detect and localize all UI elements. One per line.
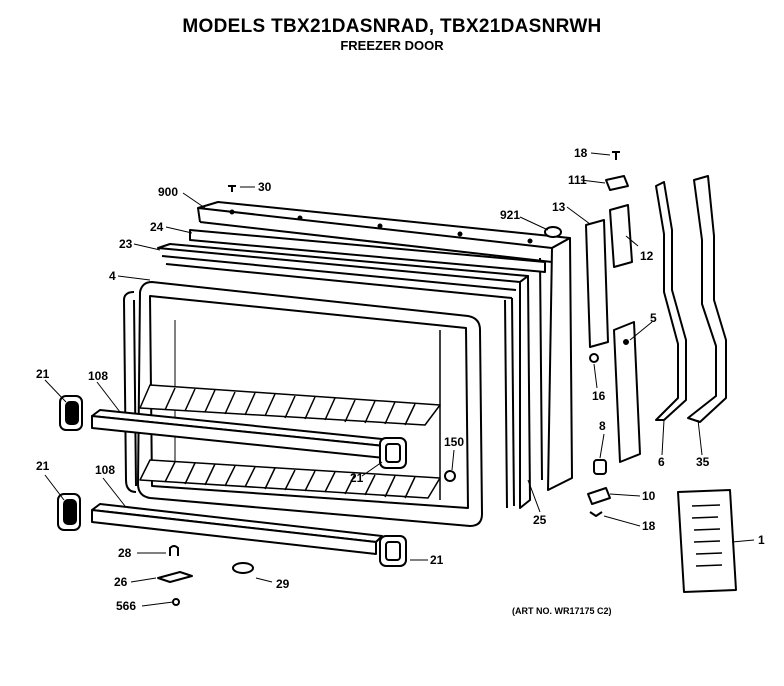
screw-18-top <box>612 151 620 160</box>
callout-900: 900 <box>158 185 178 199</box>
callout-108-upper: 108 <box>88 369 108 383</box>
hinge-bracket <box>613 321 641 463</box>
callout-30: 30 <box>258 180 272 194</box>
shelf-end-cap-right-upper <box>379 437 407 469</box>
callout-16: 16 <box>592 389 606 403</box>
shelf-end-cap-left-lower <box>57 493 81 531</box>
callout-21-upper-right: 21 <box>350 471 364 485</box>
callout-26: 26 <box>114 575 128 589</box>
door-handle-35 <box>687 175 727 423</box>
callout-23: 23 <box>119 237 133 251</box>
outer-door-panel <box>197 201 573 491</box>
bracket-10 <box>587 487 611 505</box>
callout-24: 24 <box>150 220 164 234</box>
callout-111: 111 <box>568 173 587 187</box>
callout-5: 5 <box>650 311 657 325</box>
diagram-subtitle: FREEZER DOOR <box>340 38 444 53</box>
shelf-rail-lower <box>91 503 383 555</box>
lower-shelf <box>139 459 441 499</box>
breaker-strip <box>189 229 546 273</box>
callout-12: 12 <box>640 249 654 263</box>
callout-21-upper-left: 21 <box>36 367 50 381</box>
door-stop-8 <box>593 459 607 475</box>
art-number: (ART NO. WR17175 C2) <box>512 606 612 616</box>
door-gasket <box>157 243 531 509</box>
bracket-111 <box>605 175 629 191</box>
screw-18-bottom <box>589 511 603 517</box>
callout-29: 29 <box>276 577 290 591</box>
leader-lines <box>44 152 755 607</box>
callout-8: 8 <box>599 419 606 433</box>
hinge-cover-13 <box>585 219 609 348</box>
callout-21-lower-left: 21 <box>36 459 50 473</box>
callout-566: 566 <box>116 599 136 613</box>
callout-25: 25 <box>533 513 547 527</box>
callout-6: 6 <box>658 455 665 469</box>
owner-manual-booklet <box>677 489 737 593</box>
callout-21-lower-right: 21 <box>430 553 444 567</box>
stop-150 <box>444 470 456 482</box>
callout-1: 1 <box>758 533 765 547</box>
callout-10: 10 <box>642 489 656 503</box>
shelf-end-cap-right-lower <box>379 535 407 567</box>
screw-30 <box>228 185 236 192</box>
hinge-cover-12 <box>609 204 633 268</box>
callout-35: 35 <box>696 455 710 469</box>
callout-108-lower: 108 <box>95 463 115 477</box>
screw-16 <box>589 353 599 363</box>
plug-921 <box>544 226 562 238</box>
shelf-end-cap-left-upper <box>59 395 83 431</box>
diagram-title: MODELS TBX21DASNRAD, TBX21DASNRWH <box>182 16 602 37</box>
callout-18-bottom: 18 <box>642 519 656 533</box>
callout-150: 150 <box>444 435 464 449</box>
plug-29 <box>232 562 254 574</box>
screw-566 <box>172 598 180 606</box>
plate-26 <box>157 571 193 583</box>
callout-4: 4 <box>109 269 116 283</box>
callout-18-top: 18 <box>574 146 588 160</box>
upper-shelf <box>139 384 441 426</box>
callout-921: 921 <box>500 208 520 222</box>
callout-28: 28 <box>118 546 132 560</box>
clip-28 <box>169 545 179 556</box>
callout-13: 13 <box>552 200 566 214</box>
door-handle-6 <box>655 181 687 421</box>
